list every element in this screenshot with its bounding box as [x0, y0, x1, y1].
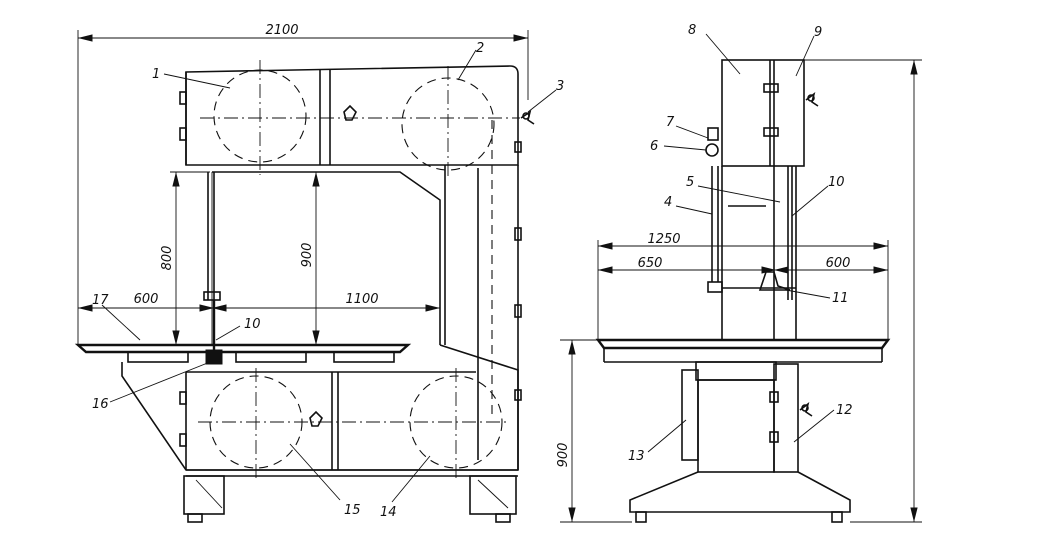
front-view: 2100: [74, 23, 564, 523]
callout-10-front: 10: [244, 317, 261, 332]
callout-14: 14: [380, 505, 397, 520]
callout-5: 5: [686, 175, 694, 190]
side-column: [707, 166, 797, 340]
dim-1250-label: 1250: [647, 232, 680, 247]
tension-handwheel-icon: [343, 104, 357, 121]
dim-throat-height: 800: [160, 171, 210, 345]
callout-8: 8: [688, 23, 696, 38]
front-callouts: 1 2 3 10 17 16 15 14: [92, 41, 564, 520]
dim-600-right-label: 600: [826, 256, 851, 271]
side-view: 1250 650 600: [556, 23, 922, 523]
front-feet: [183, 475, 517, 523]
throat-opening: [211, 171, 441, 345]
dim-table-widths: 600 1100: [78, 292, 440, 312]
dim-cut-height: 900: [300, 172, 320, 345]
callout-16: 16: [92, 397, 109, 412]
side-work-table: [595, 338, 891, 381]
drive-handwheel-icon: [309, 410, 323, 427]
callout-15: 15: [344, 503, 361, 518]
dim-900-cut-label: 900: [300, 243, 315, 268]
callout-17: 17: [92, 293, 109, 308]
dim-800-label: 800: [160, 246, 175, 271]
callout-11: 11: [832, 291, 849, 306]
callout-7: 7: [666, 115, 675, 130]
adjuster-icon: [520, 110, 535, 125]
upper-wheel-housing: [179, 60, 520, 180]
callout-10-side: 10: [828, 175, 845, 190]
dim-900-height-label: 900: [556, 443, 571, 468]
callout-12: 12: [836, 403, 853, 418]
dim-overall-width: 2100: [77, 23, 529, 345]
dim-1100-label: 1100: [345, 292, 378, 307]
dim-2100-label: 2100: [265, 23, 298, 38]
tension-knob-icon: [705, 143, 719, 157]
callout-2: 2: [476, 41, 484, 56]
work-table: [74, 343, 412, 365]
side-adjuster-icon: [805, 92, 819, 107]
callout-9: 9: [814, 25, 822, 40]
side-table-dims: 1250 650 600: [597, 232, 889, 340]
callout-1: 1: [152, 67, 160, 82]
side-upper-head: [705, 59, 819, 167]
base-adjuster-icon: [799, 402, 813, 417]
side-base: [629, 363, 851, 523]
dim-650-label: 650: [638, 256, 663, 271]
dim-table-height: 900: [556, 339, 632, 523]
callout-3: 3: [556, 79, 564, 94]
dim-600-left-label: 600: [134, 292, 159, 307]
dim-overall-height: [804, 59, 922, 523]
callout-13: 13: [628, 449, 645, 464]
callout-6: 6: [650, 139, 658, 154]
callout-4: 4: [664, 195, 672, 210]
lower-wheel-housing: [121, 344, 519, 478]
side-callouts: 8 9 7 6 5 4 10 11 12 13: [628, 23, 853, 464]
